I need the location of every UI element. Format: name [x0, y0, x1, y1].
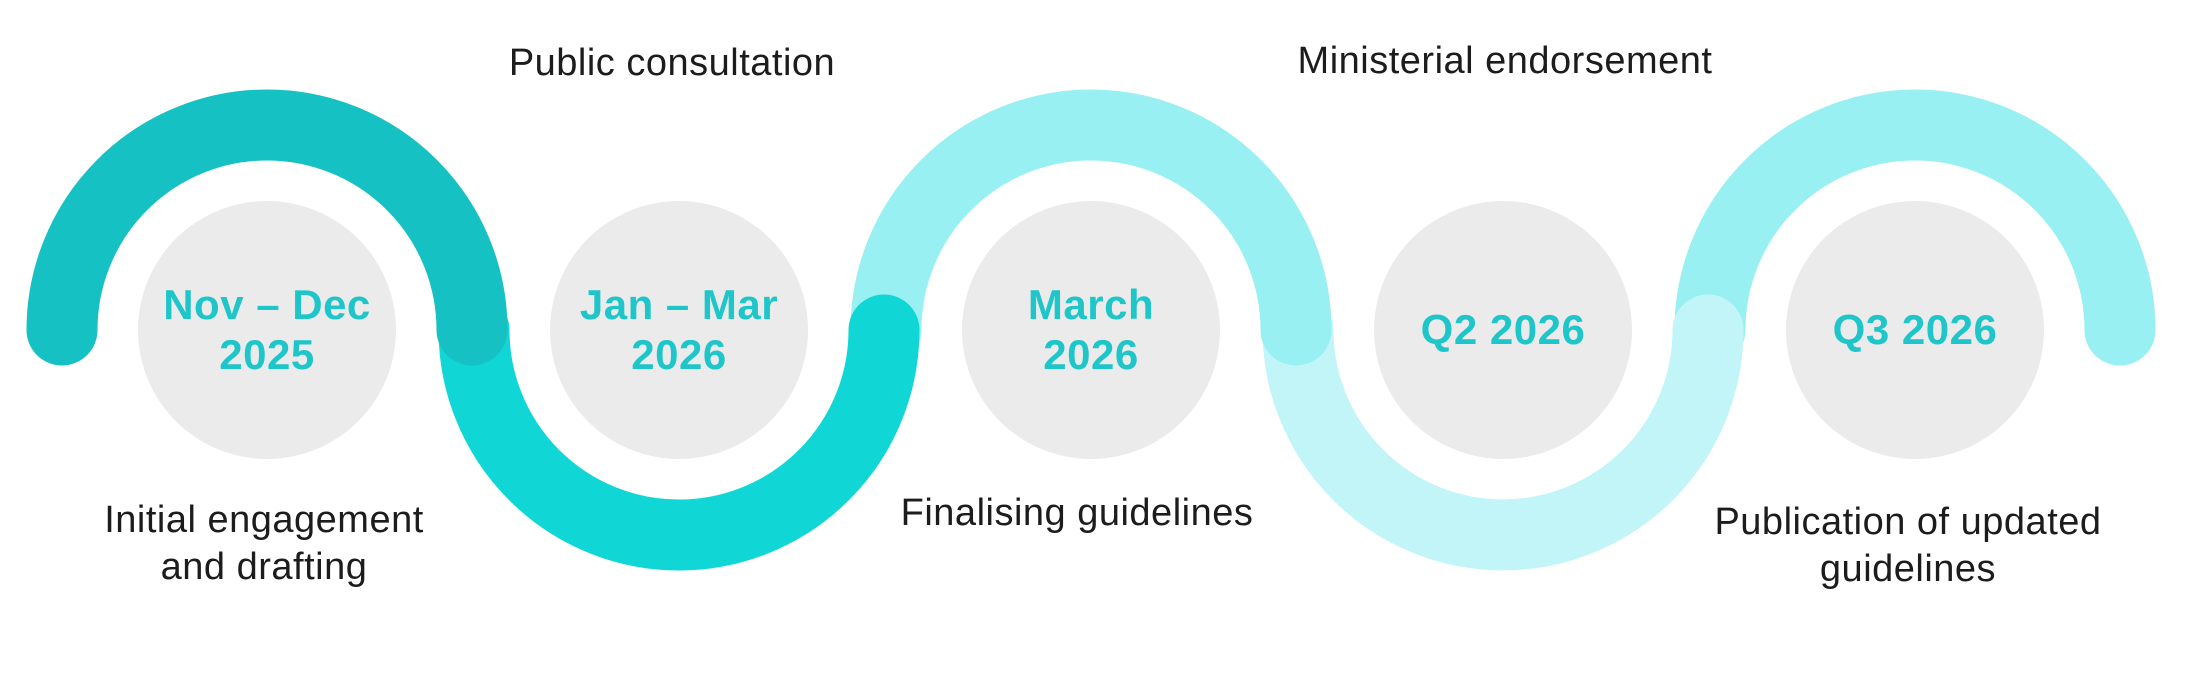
milestone-date: Q2 2026 — [1421, 305, 1586, 355]
milestone-circle-q2-2026: Q2 2026 — [1374, 201, 1632, 459]
milestone-circle-march-2026: March 2026 — [962, 201, 1220, 459]
milestone-date: March 2026 — [1028, 280, 1154, 379]
wave-segment-nov-dec-2025 — [26, 89, 508, 366]
milestone-label-initial-engagement: Initial engagement and drafting — [104, 499, 424, 589]
milestone-label-finalising-guidelines: Finalising guidelines — [900, 492, 1254, 534]
milestone-circle-nov-dec-2025: Nov – Dec 2025 — [138, 201, 396, 459]
milestone-circle-q3-2026: Q3 2026 — [1786, 201, 2044, 459]
date-line-2: 2026 — [1043, 331, 1139, 378]
wave-segment-jan-mar-2026 — [438, 294, 920, 571]
wave-segment-q2-2026 — [1262, 294, 1744, 571]
milestone-date: Jan – Mar 2026 — [580, 280, 778, 379]
milestone-label-public-consultation: Public consultation — [508, 42, 836, 84]
date-line-1: Nov – Dec — [163, 281, 371, 329]
milestone-label-ministerial-endorsement: Ministerial endorsement — [1297, 40, 1713, 82]
date-line-1: Jan – Mar — [579, 281, 779, 329]
wave-segment-march-2026 — [850, 89, 1332, 366]
date-line-1: Q2 2026 — [1420, 306, 1586, 354]
wave-segment-q3-2026 — [1674, 89, 2156, 366]
date-line-1: March — [1027, 281, 1155, 329]
date-line-1: Q3 2026 — [1832, 306, 1998, 354]
milestone-date: Q3 2026 — [1833, 305, 1998, 355]
milestone-label-publication-updated-guidelines: Publication of updated guidelines — [1714, 501, 2102, 591]
date-line-2: 2025 — [219, 331, 315, 378]
milestone-circle-jan-mar-2026: Jan – Mar 2026 — [550, 201, 808, 459]
milestone-date: Nov – Dec 2025 — [163, 280, 371, 379]
date-line-2: 2026 — [631, 331, 727, 378]
